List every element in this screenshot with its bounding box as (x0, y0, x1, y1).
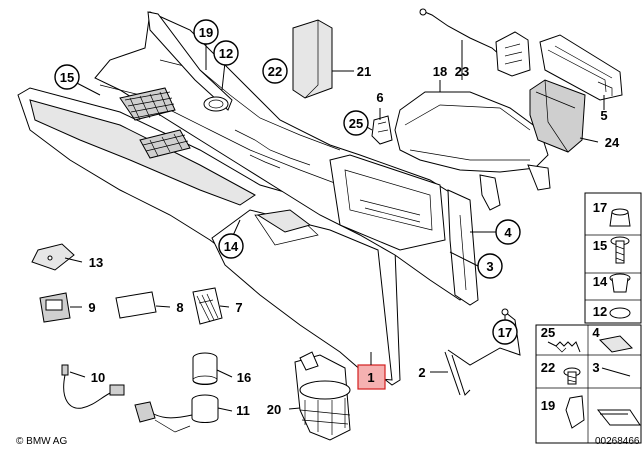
svg-text:9: 9 (88, 300, 95, 315)
power-socket (134, 394, 219, 433)
svg-text:25: 25 (541, 325, 555, 340)
center-console-assembly (17, 11, 479, 386)
legend-17: 17 (593, 200, 607, 215)
svg-text:20: 20 (267, 402, 281, 417)
svg-text:22: 22 (268, 64, 282, 79)
svg-text:2: 2 (418, 365, 425, 380)
svg-text:17: 17 (498, 325, 512, 340)
callout-13: 13 (89, 255, 103, 270)
callout-5: 5 (600, 108, 607, 123)
legend-12: 12 (593, 304, 607, 319)
svg-text:19: 19 (199, 25, 213, 40)
svg-text:21: 21 (357, 64, 371, 79)
svg-text:15: 15 (593, 238, 607, 253)
callout-17: 17 (492, 319, 518, 345)
legend-14: 14 (593, 274, 608, 289)
svg-text:5: 5 (600, 108, 607, 123)
storage-bin (529, 79, 586, 153)
svg-text:22: 22 (541, 360, 555, 375)
svg-text:17: 17 (593, 200, 607, 215)
svg-text:3: 3 (592, 360, 599, 375)
callout-23: 23 (455, 64, 469, 79)
svg-text:19: 19 (541, 398, 555, 413)
callout-6: 6 (376, 90, 383, 105)
legend-4: 4 (592, 325, 600, 340)
callout-9: 9 (88, 300, 95, 315)
tray-insert (539, 34, 623, 101)
svg-text:12: 12 (219, 46, 233, 61)
callout-3: 3 (477, 253, 503, 279)
legend-19: 19 (541, 398, 555, 413)
vent-grille (192, 287, 223, 325)
callout-25: 25 (343, 110, 369, 136)
svg-text:14: 14 (593, 274, 608, 289)
brand-mark: © BMW AG (16, 436, 67, 447)
callout-11: 11 (236, 403, 250, 418)
cover-panel (292, 19, 333, 99)
svg-text:8: 8 (176, 300, 183, 315)
callout-10: 10 (91, 370, 105, 385)
svg-text:13: 13 (89, 255, 103, 270)
callout-8: 8 (176, 300, 183, 315)
svg-text:24: 24 (605, 135, 620, 150)
callout-16: 16 (237, 370, 251, 385)
svg-text:12: 12 (593, 304, 607, 319)
svg-text:15: 15 (60, 70, 74, 85)
cable-assembly (419, 8, 531, 77)
wire-harness (61, 364, 125, 409)
legend-3: 3 (592, 360, 599, 375)
mesh-panel (119, 87, 191, 159)
svg-text:1: 1 (367, 370, 374, 385)
svg-text:3: 3 (486, 259, 493, 274)
svg-text:14: 14 (224, 239, 239, 254)
cover-plate (115, 291, 157, 319)
callout-22: 22 (262, 58, 288, 84)
small-bracket (31, 243, 75, 271)
callout-1: 1 (367, 370, 374, 385)
armrest (394, 91, 551, 211)
svg-text:4: 4 (504, 225, 512, 240)
callout-14: 14 (218, 233, 244, 259)
callout-15: 15 (54, 64, 80, 90)
svg-text:7: 7 (235, 300, 242, 315)
socket-cap (192, 352, 218, 385)
legend-15: 15 (593, 238, 607, 253)
svg-text:11: 11 (236, 403, 250, 418)
fastener-legend (535, 192, 642, 444)
callout-19: 19 (193, 19, 219, 45)
diagram-id: 00268466 (595, 436, 640, 447)
callout-4: 4 (495, 219, 521, 245)
highlight-box (357, 364, 386, 390)
support-bracket (444, 308, 521, 396)
svg-text:25: 25 (349, 116, 363, 131)
svg-text:6: 6 (376, 90, 383, 105)
callout-12: 12 (213, 40, 239, 66)
svg-text:23: 23 (455, 64, 469, 79)
svg-text:18: 18 (433, 64, 447, 79)
callout-20: 20 (267, 402, 281, 417)
svg-text:16: 16 (237, 370, 251, 385)
callout-2: 2 (418, 365, 425, 380)
callout-24: 24 (605, 135, 620, 150)
legend-25: 25 (541, 325, 555, 340)
switch-part (39, 292, 71, 323)
svg-text:10: 10 (91, 370, 105, 385)
legend-22: 22 (541, 360, 555, 375)
svg-text:4: 4 (592, 325, 600, 340)
callout-18: 18 (433, 64, 447, 79)
callout-7: 7 (235, 300, 242, 315)
callout-21: 21 (357, 64, 371, 79)
clip-part (371, 115, 393, 145)
cup-holder (294, 351, 351, 441)
